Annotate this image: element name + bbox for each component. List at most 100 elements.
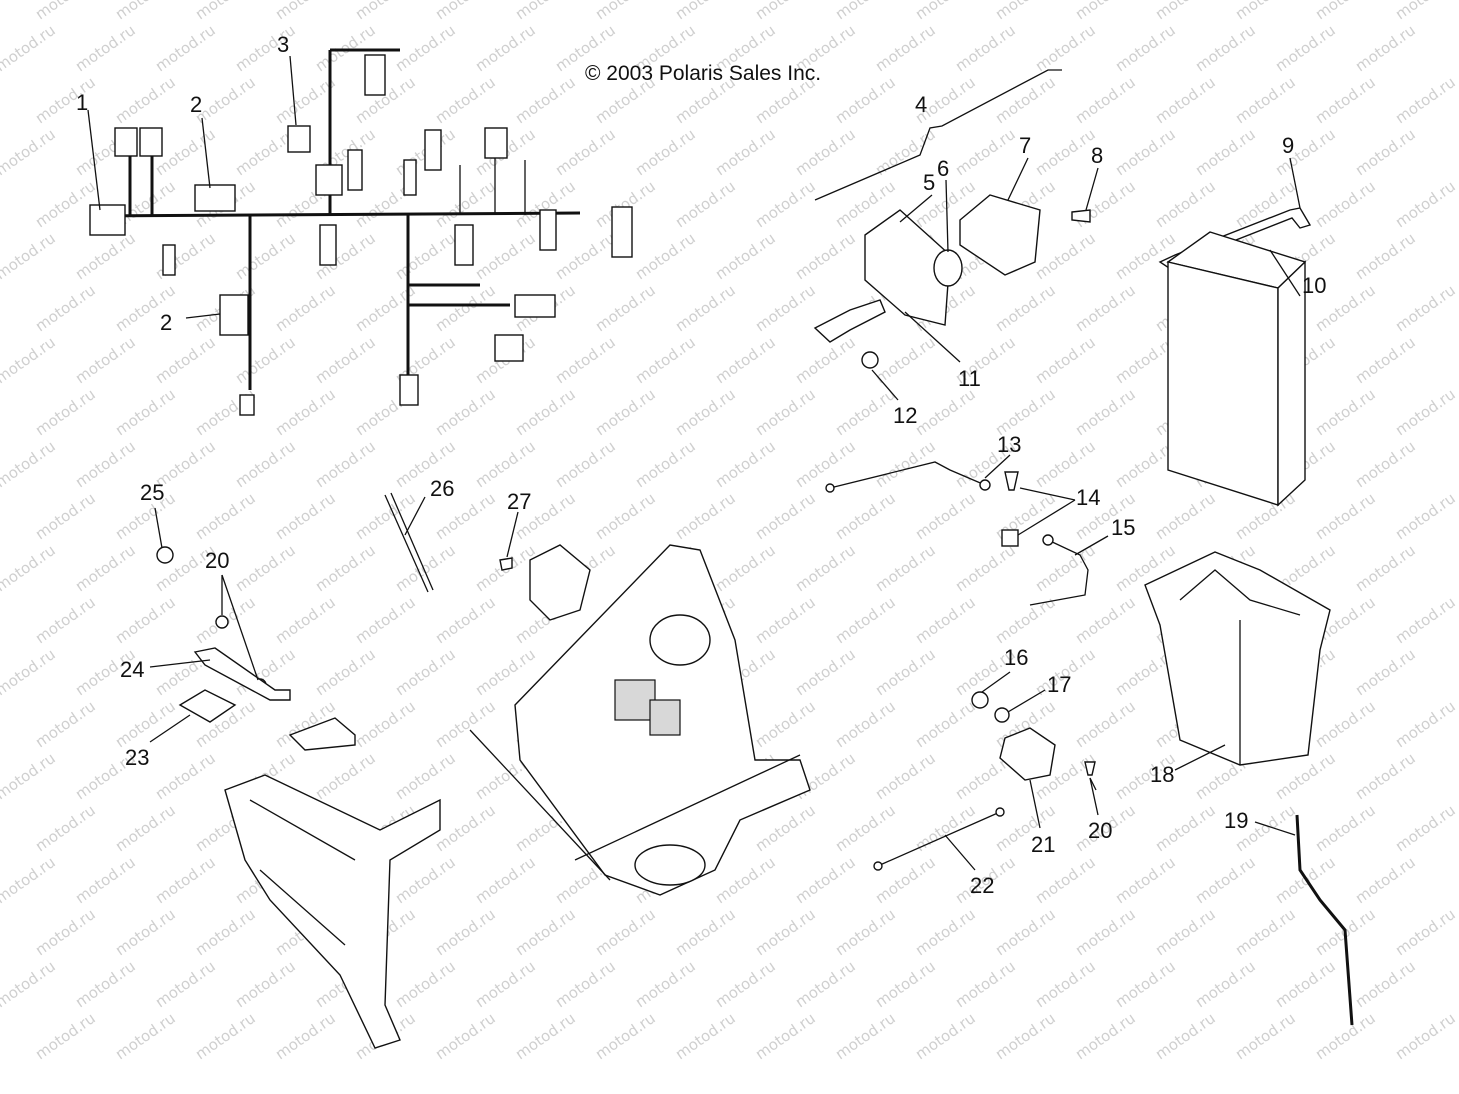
battery-cables xyxy=(825,461,1089,606)
watermark-text: motod.ru xyxy=(592,281,659,335)
callout-22: 22 xyxy=(970,873,994,898)
watermark-text: motod.ru xyxy=(432,385,499,439)
watermark-text: motod.ru xyxy=(1192,21,1259,75)
watermark-text: motod.ru xyxy=(712,957,779,1011)
watermark-text: motod.ru xyxy=(1272,21,1339,75)
watermark-text: motod.ru xyxy=(152,957,219,1011)
watermark-text: motod.ru xyxy=(552,957,619,1011)
watermark-text: motod.ru xyxy=(1152,1009,1219,1063)
watermark-text: motod.ru xyxy=(752,489,819,543)
watermark-text: motod.ru xyxy=(0,21,59,75)
watermark-text: motod.ru xyxy=(552,125,619,179)
watermark-text: motod.ru xyxy=(1352,333,1419,387)
watermark-text: motod.ru xyxy=(1232,73,1299,127)
watermark-text: motod.ru xyxy=(552,437,619,491)
watermark-text: motod.ru xyxy=(152,853,219,907)
watermark-text: motod.ru xyxy=(872,853,939,907)
watermark-text: motod.ru xyxy=(1032,333,1099,387)
watermark-text: motod.ru xyxy=(112,73,179,127)
watermark-text: motod.ru xyxy=(0,437,59,491)
watermark-text: motod.ru xyxy=(792,125,859,179)
watermark-text: motod.ru xyxy=(552,333,619,387)
watermark-text: motod.ru xyxy=(1072,73,1139,127)
callout-9: 9 xyxy=(1282,133,1294,158)
watermark-text: motod.ru xyxy=(0,957,59,1011)
watermark-text: motod.ru xyxy=(472,21,539,75)
watermark-text: motod.ru xyxy=(672,281,739,335)
watermark-text: motod.ru xyxy=(432,281,499,335)
watermark-text: motod.ru xyxy=(32,489,99,543)
watermark-text: motod.ru xyxy=(1192,125,1259,179)
watermark-text: motod.ru xyxy=(1392,801,1459,855)
watermark-text: motod.ru xyxy=(1352,957,1419,1011)
watermark-text: motod.ru xyxy=(1392,593,1459,647)
watermark-text: motod.ru xyxy=(352,0,419,23)
battery xyxy=(1166,231,1307,507)
watermark-text: motod.ru xyxy=(872,645,939,699)
watermark-text: motod.ru xyxy=(1352,853,1419,907)
watermark-text: motod.ru xyxy=(392,229,459,283)
watermark-text: motod.ru xyxy=(992,1009,1059,1063)
callout-8: 8 xyxy=(1091,143,1103,168)
watermark-text: motod.ru xyxy=(1352,125,1419,179)
watermark-text: motod.ru xyxy=(192,1009,259,1063)
callout-17: 17 xyxy=(1047,672,1071,697)
watermark-text: motod.ru xyxy=(712,853,779,907)
battery-box xyxy=(1144,551,1331,766)
watermark-text: motod.ru xyxy=(472,853,539,907)
watermark-text: motod.ru xyxy=(1312,1009,1379,1063)
callout-21: 21 xyxy=(1031,832,1055,857)
watermark-text: motod.ru xyxy=(912,1009,979,1063)
watermark-text: motod.ru xyxy=(112,801,179,855)
watermark-text: motod.ru xyxy=(0,541,59,595)
watermark-text: motod.ru xyxy=(392,21,459,75)
watermark-text: motod.ru xyxy=(432,905,499,959)
watermark-text: motod.ru xyxy=(872,333,939,387)
watermark-text: motod.ru xyxy=(192,0,259,23)
callout-12: 12 xyxy=(893,403,917,428)
watermark-text: motod.ru xyxy=(232,333,299,387)
callout-10: 10 xyxy=(1302,273,1326,298)
callout-2-top: 2 xyxy=(190,92,202,117)
watermark-text: motod.ru xyxy=(392,645,459,699)
watermark-text: motod.ru xyxy=(872,21,939,75)
watermark-text: motod.ru xyxy=(952,125,1019,179)
watermark-text: motod.ru xyxy=(752,593,819,647)
watermark-text: motod.ru xyxy=(672,0,739,23)
watermark-text: motod.ru xyxy=(1072,177,1139,231)
watermark-text: motod.ru xyxy=(1152,905,1219,959)
watermark-text: motod.ru xyxy=(232,957,299,1011)
watermark-text: motod.ru xyxy=(632,125,699,179)
watermark-text: motod.ru xyxy=(112,385,179,439)
watermark-text: motod.ru xyxy=(1272,957,1339,1011)
watermark-text: motod.ru xyxy=(752,385,819,439)
callout-2-mid: 2 xyxy=(160,310,172,335)
watermark-text: motod.ru xyxy=(0,125,59,179)
watermark-text: motod.ru xyxy=(1192,853,1259,907)
watermark-text: motod.ru xyxy=(1392,489,1459,543)
watermark-text: motod.ru xyxy=(312,749,379,803)
watermark-text: motod.ru xyxy=(832,73,899,127)
watermark-text: motod.ru xyxy=(832,905,899,959)
watermark-text: motod.ru xyxy=(592,1009,659,1063)
watermark-text: motod.ru xyxy=(992,73,1059,127)
watermark-text: motod.ru xyxy=(1232,1009,1299,1063)
watermark-text: motod.ru xyxy=(272,281,339,335)
watermark-text: motod.ru xyxy=(32,1009,99,1063)
callout-25: 25 xyxy=(140,480,164,505)
left-hardware xyxy=(156,492,591,751)
watermark-text: motod.ru xyxy=(712,125,779,179)
watermark-text: motod.ru xyxy=(752,1009,819,1063)
watermark-text: motod.ru xyxy=(152,21,219,75)
watermark-text: motod.ru xyxy=(432,593,499,647)
watermark-text: motod.ru xyxy=(1152,801,1219,855)
watermark-text: motod.ru xyxy=(712,541,779,595)
watermark-text: motod.ru xyxy=(832,697,899,751)
watermark-text: motod.ru xyxy=(752,0,819,23)
watermark-text: motod.ru xyxy=(1032,437,1099,491)
callout-13: 13 xyxy=(997,432,1021,457)
watermark-text: motod.ru xyxy=(832,0,899,23)
callout-1: 1 xyxy=(76,90,88,115)
watermark-text: motod.ru xyxy=(952,541,1019,595)
watermark-text: motod.ru xyxy=(312,541,379,595)
